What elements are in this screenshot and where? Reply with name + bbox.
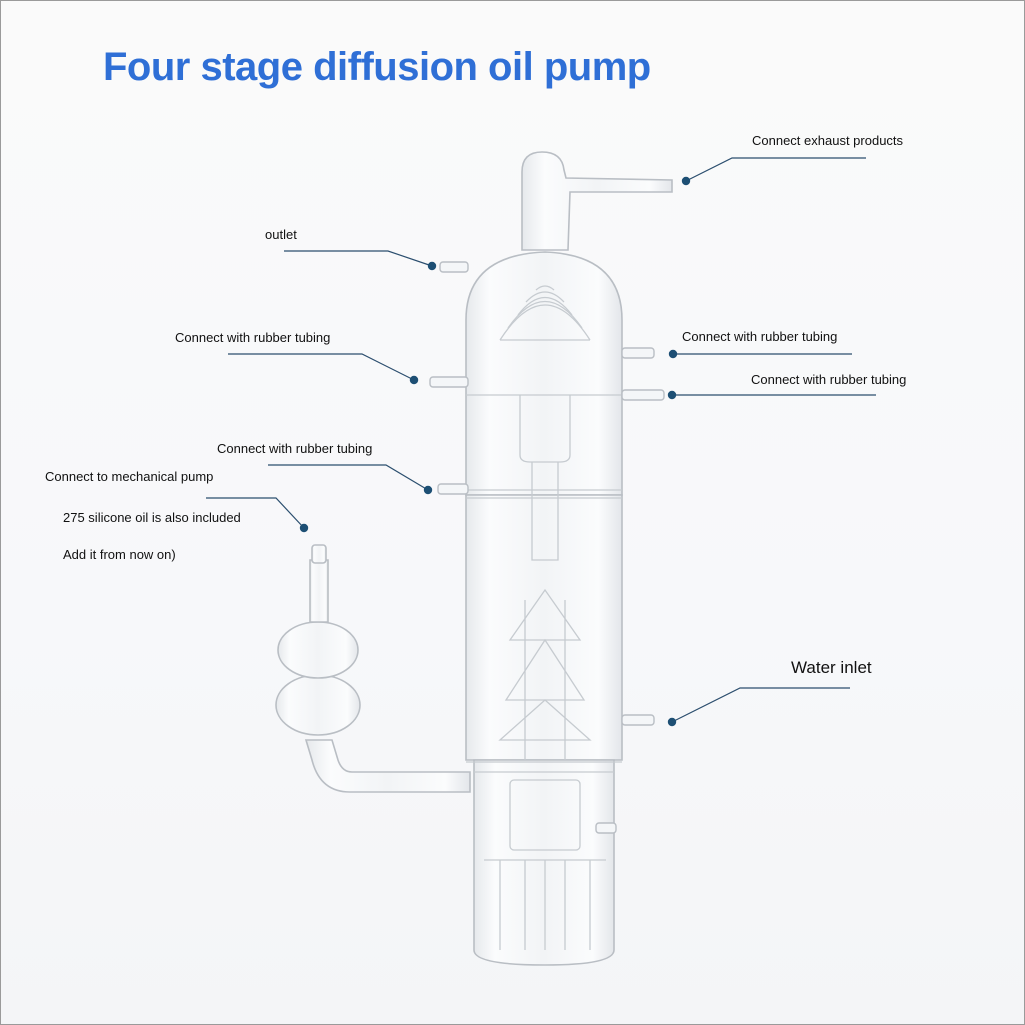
label-oil-note: 275 silicone oil is also included (63, 510, 241, 525)
label-rubber-left-mid: Connect with rubber tubing (217, 441, 373, 456)
glass-internals (466, 285, 622, 950)
dot-water-inlet (667, 717, 677, 727)
dot-rubber-left-top (409, 375, 419, 385)
label-rubber-right-top: Connect with rubber tubing (682, 329, 838, 344)
dot-mech-pump (299, 523, 309, 533)
label-add-note: Add it from now on) (63, 547, 176, 562)
leader-dots (299, 176, 691, 727)
dot-exhaust (681, 176, 691, 186)
label-exhaust: Connect exhaust products (752, 133, 904, 148)
label-mech-pump: Connect to mechanical pump (45, 469, 214, 484)
dot-rubber-left-mid (423, 485, 433, 495)
glass-body (275, 151, 673, 966)
label-water-inlet: Water inlet (791, 658, 872, 677)
label-outlet: outlet (265, 227, 297, 242)
dot-outlet (427, 261, 437, 271)
figure-title: Four stage diffusion oil pump (103, 45, 651, 89)
leader-lines (206, 157, 876, 723)
label-rubber-left-top: Connect with rubber tubing (175, 330, 331, 345)
label-rubber-right-mid: Connect with rubber tubing (751, 372, 907, 387)
side-nozzles (429, 261, 665, 834)
dot-rubber-right-mid (667, 390, 677, 400)
dot-rubber-right-top (668, 349, 678, 359)
